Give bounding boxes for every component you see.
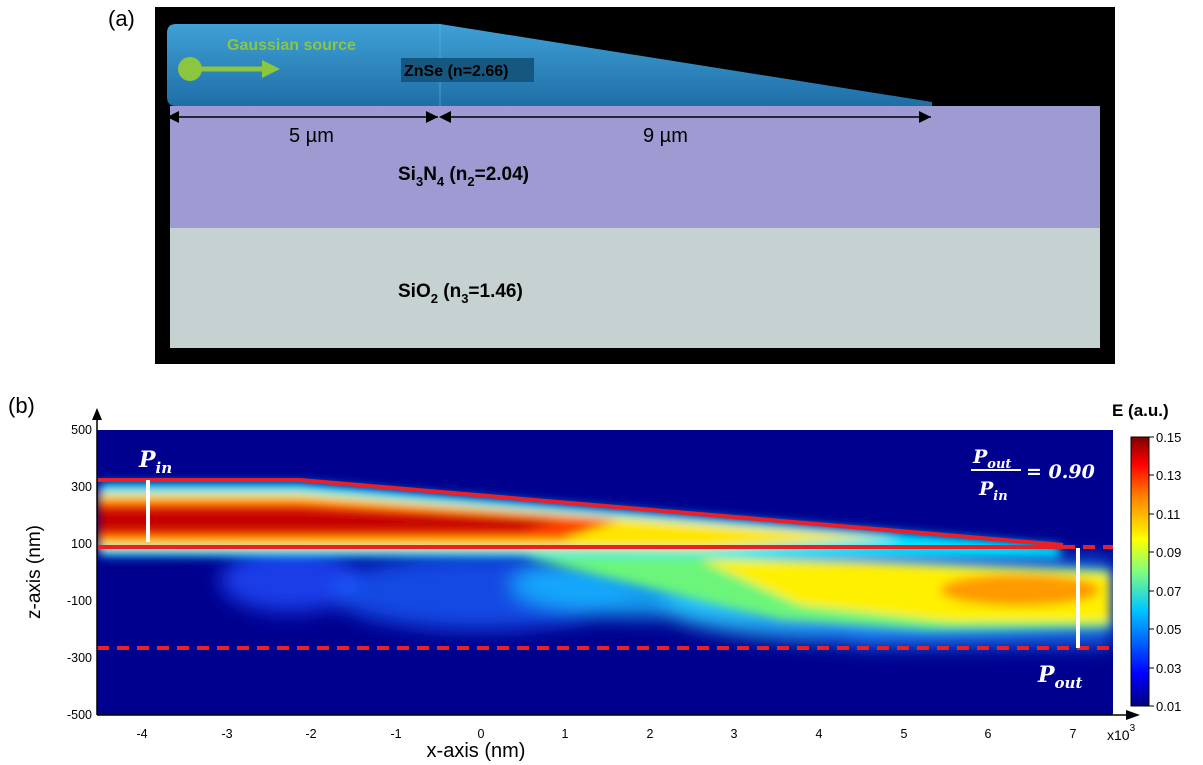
y-tick-label: -500	[67, 708, 92, 722]
y-axis-label: z-axis (nm)	[24, 525, 45, 619]
x-multiplier: x103	[1107, 723, 1136, 743]
dimension-5um-label: 5 µm	[289, 125, 334, 147]
x-tick-label: -4	[136, 727, 147, 741]
y-tick-label: 100	[71, 537, 92, 551]
colorbar-tick-label: 0.01	[1156, 699, 1181, 714]
x-tick-label: -2	[305, 727, 316, 741]
colorbar-tick-label: 0.13	[1156, 468, 1181, 483]
svg-text:Pout: Pout	[972, 446, 1011, 472]
x-tick-label: 7	[1070, 727, 1077, 741]
dimension-9um-label: 9 µm	[643, 125, 688, 147]
x-tick-label: 0	[478, 727, 485, 741]
colorbar-ticks: 0.15 0.13 0.11 0.09 0.07 0.05 0.03 0.01	[1149, 430, 1181, 714]
colorbar-tick-label: 0.05	[1156, 622, 1181, 637]
efficiency-ratio: Pout Pin = 0.90	[971, 446, 1095, 504]
x-tick-labels: -4 -3 -2 -1 0 1 2 3 4 5 6 7	[136, 727, 1076, 741]
x-tick-label: -3	[221, 727, 232, 741]
waveguide-outline	[97, 478, 1064, 547]
svg-text:Pin: Pin	[978, 478, 1008, 504]
gaussian-source-icon	[178, 57, 202, 81]
znse-straight-section	[167, 24, 440, 106]
y-tick-label: -300	[67, 651, 92, 665]
sio2-label: SiO2 (n3=1.46)	[398, 281, 523, 306]
pout-label: Pout	[1037, 662, 1082, 692]
znse-label-bg	[401, 58, 534, 82]
colorbar-tick-label: 0.07	[1156, 584, 1181, 599]
x-tick-label: -1	[390, 727, 401, 741]
sio2-layer	[170, 228, 1100, 348]
x-tick-label: 3	[731, 727, 738, 741]
y-tick-label: -100	[67, 594, 92, 608]
si3n4-label: Si3N4 (n2=2.04)	[398, 164, 529, 189]
panel-a-label: (a)	[108, 6, 135, 31]
colorbar-tick-label: 0.03	[1156, 661, 1181, 676]
znse-label: ZnSe (n=2.66)	[404, 63, 508, 80]
y-tick-label: 300	[71, 480, 92, 494]
colorbar-tick-label: 0.11	[1156, 507, 1180, 522]
colorbar-tick-label: 0.15	[1156, 430, 1181, 445]
y-tick-label: 500	[71, 423, 92, 437]
x-tick-label: 6	[985, 727, 992, 741]
si3n4-layer	[170, 106, 1100, 228]
pin-label: Pin	[138, 447, 172, 477]
ratio-value: = 0.90	[1026, 461, 1095, 483]
field-simulation-plot: Pin Pout Pout Pin = 0.90 500 300 100 -10…	[24, 401, 1181, 762]
panel-b-label: (b)	[8, 393, 35, 418]
colorbar	[1130, 436, 1150, 707]
x-axis-arrow-icon	[1126, 710, 1140, 720]
x-axis-label: x-axis (nm)	[427, 740, 526, 762]
waveguide-schematic: Gaussian source ZnSe (n=2.66) 5 µm 9 µm …	[155, 7, 1115, 364]
gaussian-source-label: Gaussian source	[227, 37, 356, 54]
colorbar-tick-label: 0.09	[1156, 545, 1181, 560]
colorbar-title: E (a.u.)	[1112, 401, 1169, 420]
heatmap-field	[97, 430, 1113, 715]
x-tick-label: 5	[901, 727, 908, 741]
znse-taper-section	[440, 24, 932, 106]
x-tick-label: 4	[816, 727, 823, 741]
y-axis-arrow-icon	[92, 408, 102, 420]
x-tick-label: 2	[647, 727, 654, 741]
y-tick-labels: 500 300 100 -100 -300 -500	[67, 423, 92, 722]
x-tick-label: 1	[562, 727, 569, 741]
